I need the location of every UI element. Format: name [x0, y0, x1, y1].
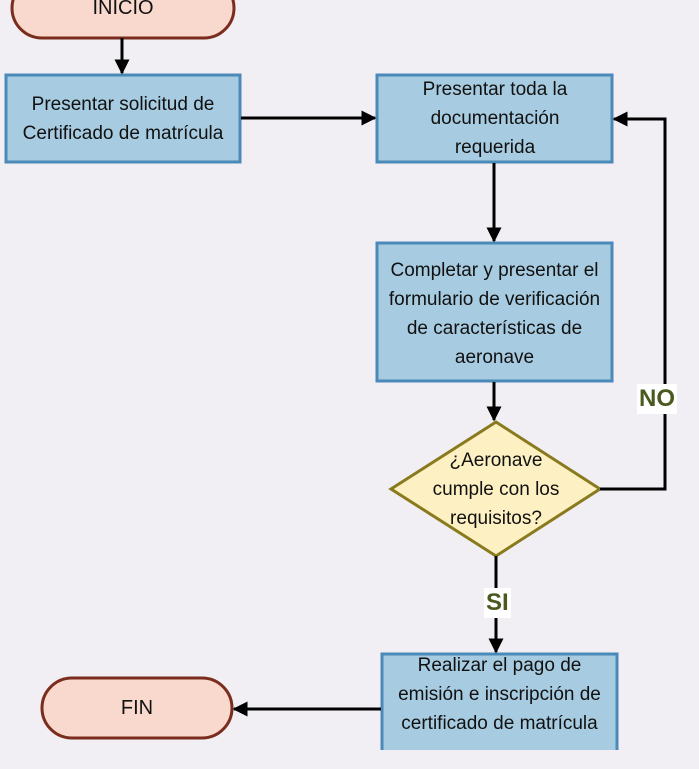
- fin-label: FIN: [120, 696, 154, 719]
- presentar-documentacion-box: [375, 73, 614, 164]
- presentar-solicitud-box: [4, 73, 242, 164]
- flowchart-canvas: [4, 0, 667, 750]
- completar-formulario-box: [375, 241, 614, 383]
- realizar-pago-label: Realizar el pago de emisión e inscripció…: [398, 655, 601, 734]
- presentar-solicitud-label: Presentar solicitud de Certificado de ma…: [22, 93, 224, 144]
- fin-terminal-shape: [40, 676, 234, 740]
- inicio-label: INICIO: [92, 0, 154, 19]
- no-branch-label: NO: [637, 384, 677, 414]
- realizar-pago-box: [380, 652, 619, 750]
- connector-decision-no-loop: [600, 111, 667, 491]
- decision-label: ¿Aeronave cumple con los requisitos?: [432, 449, 560, 529]
- completar-formulario-label: Completar y presentar el formulario de v…: [388, 260, 601, 368]
- presentar-documentacion-label: Presentar toda la documentación requerid…: [422, 79, 568, 158]
- si-branch-label: SI: [484, 588, 511, 618]
